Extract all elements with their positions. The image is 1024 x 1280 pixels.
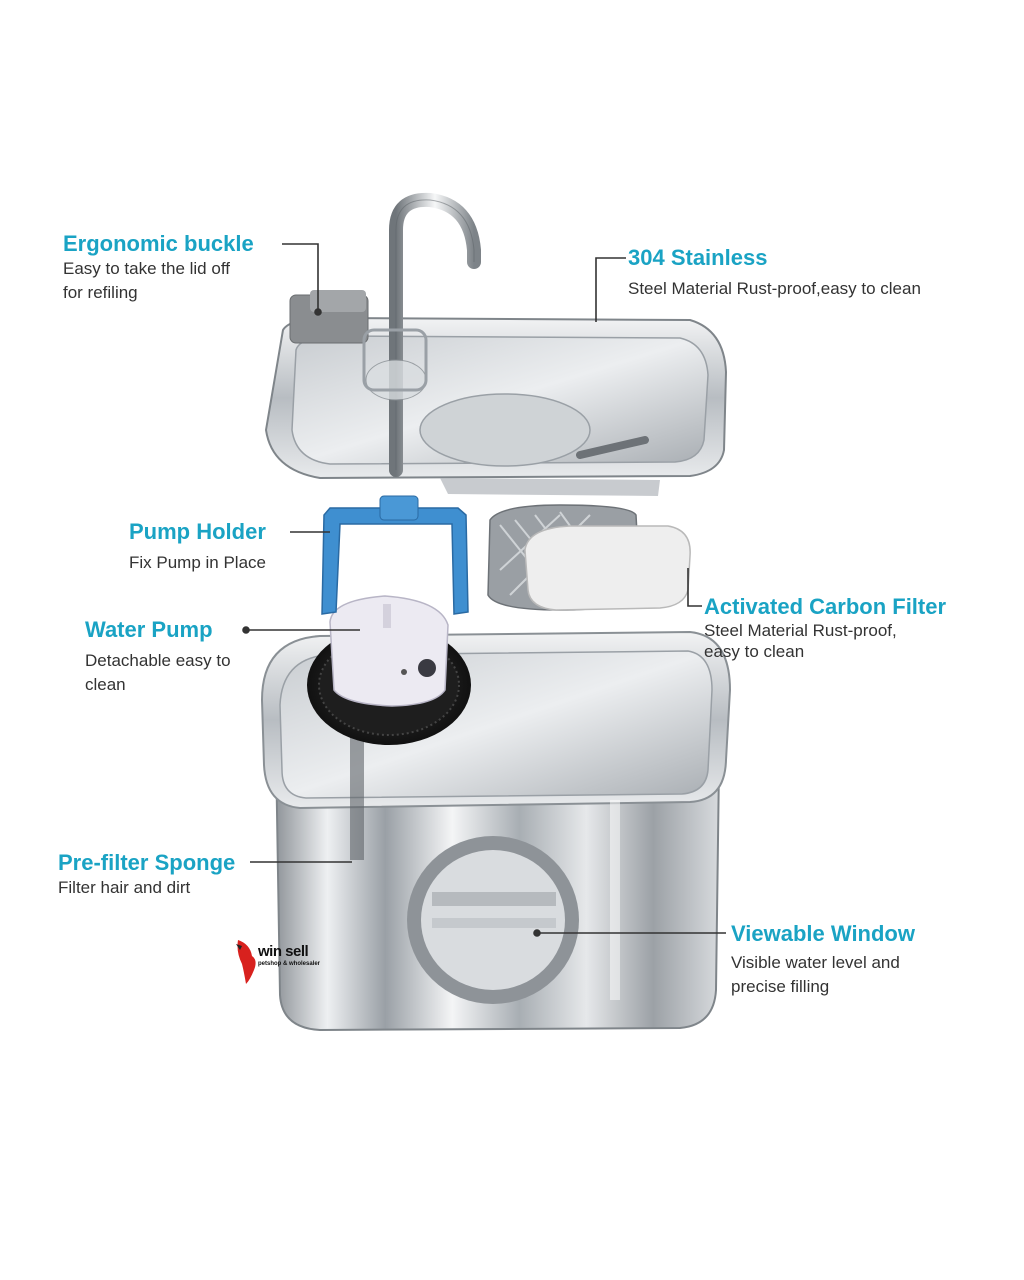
- callout-desc: for refiling: [63, 283, 138, 302]
- brand-logo-icon: [236, 940, 256, 984]
- callout-title: 304 Stainless: [628, 245, 768, 270]
- callout-pre-filter-sponge: Pre-filter Sponge Filter hair and dirt: [58, 850, 235, 900]
- buckle-graphic: [289, 290, 369, 344]
- callout-water-pump: Water Pump Detachable easy to clean: [85, 617, 231, 697]
- callout-desc: clean: [85, 675, 126, 694]
- callout-desc: easy to clean: [704, 642, 805, 661]
- leader-buckle: [282, 243, 319, 312]
- water-pump-graphic: [307, 595, 471, 745]
- viewable-window-graphic: [407, 836, 579, 1004]
- pump-holder-graphic: [321, 495, 469, 615]
- callout-title: Pump Holder: [129, 519, 266, 544]
- callout-title: Water Pump: [85, 617, 213, 642]
- leader-stainless: [595, 257, 626, 322]
- callout-pump-holder: Pump Holder Fix Pump in Place: [129, 519, 266, 575]
- brand-tagline: petshop & wholesaler: [258, 961, 321, 967]
- callout-viewable-window: Viewable Window Visible water level and …: [731, 921, 915, 999]
- callout-304-stainless: 304 Stainless Steel Material Rust-proof,…: [628, 245, 921, 301]
- callout-title: Pre-filter Sponge: [58, 850, 236, 875]
- brand-name: win sell: [258, 943, 309, 960]
- callout-title: Viewable Window: [731, 921, 915, 946]
- callout-title: Ergonomic buckle: [63, 231, 254, 256]
- callout-desc: Filter hair and dirt: [58, 878, 191, 897]
- brand-logo: win sell petshop & wholesaler: [258, 944, 320, 968]
- leader-carbon: [687, 568, 702, 607]
- callout-desc: Steel Material Rust-proof,easy to clean: [628, 279, 921, 298]
- callout-title: Activated Carbon Filter: [704, 594, 947, 619]
- carbon-filter-graphic: [487, 504, 691, 611]
- callout-activated-carbon-filter: Activated Carbon Filter Steel Material R…: [704, 594, 946, 662]
- callout-desc: Easy to take the lid off: [63, 259, 230, 278]
- callout-desc: Fix Pump in Place: [129, 553, 266, 572]
- callout-desc: Steel Material Rust-proof,: [704, 621, 897, 640]
- callout-desc: Detachable easy to: [85, 651, 231, 670]
- callout-ergonomic-buckle: Ergonomic buckle Easy to take the lid of…: [63, 231, 254, 305]
- faucet-graphic: [362, 192, 481, 477]
- lid-tray: [264, 316, 728, 496]
- callout-desc: Visible water level and: [731, 953, 900, 972]
- callout-desc: precise filling: [731, 977, 830, 996]
- leader-lines: [242, 243, 726, 937]
